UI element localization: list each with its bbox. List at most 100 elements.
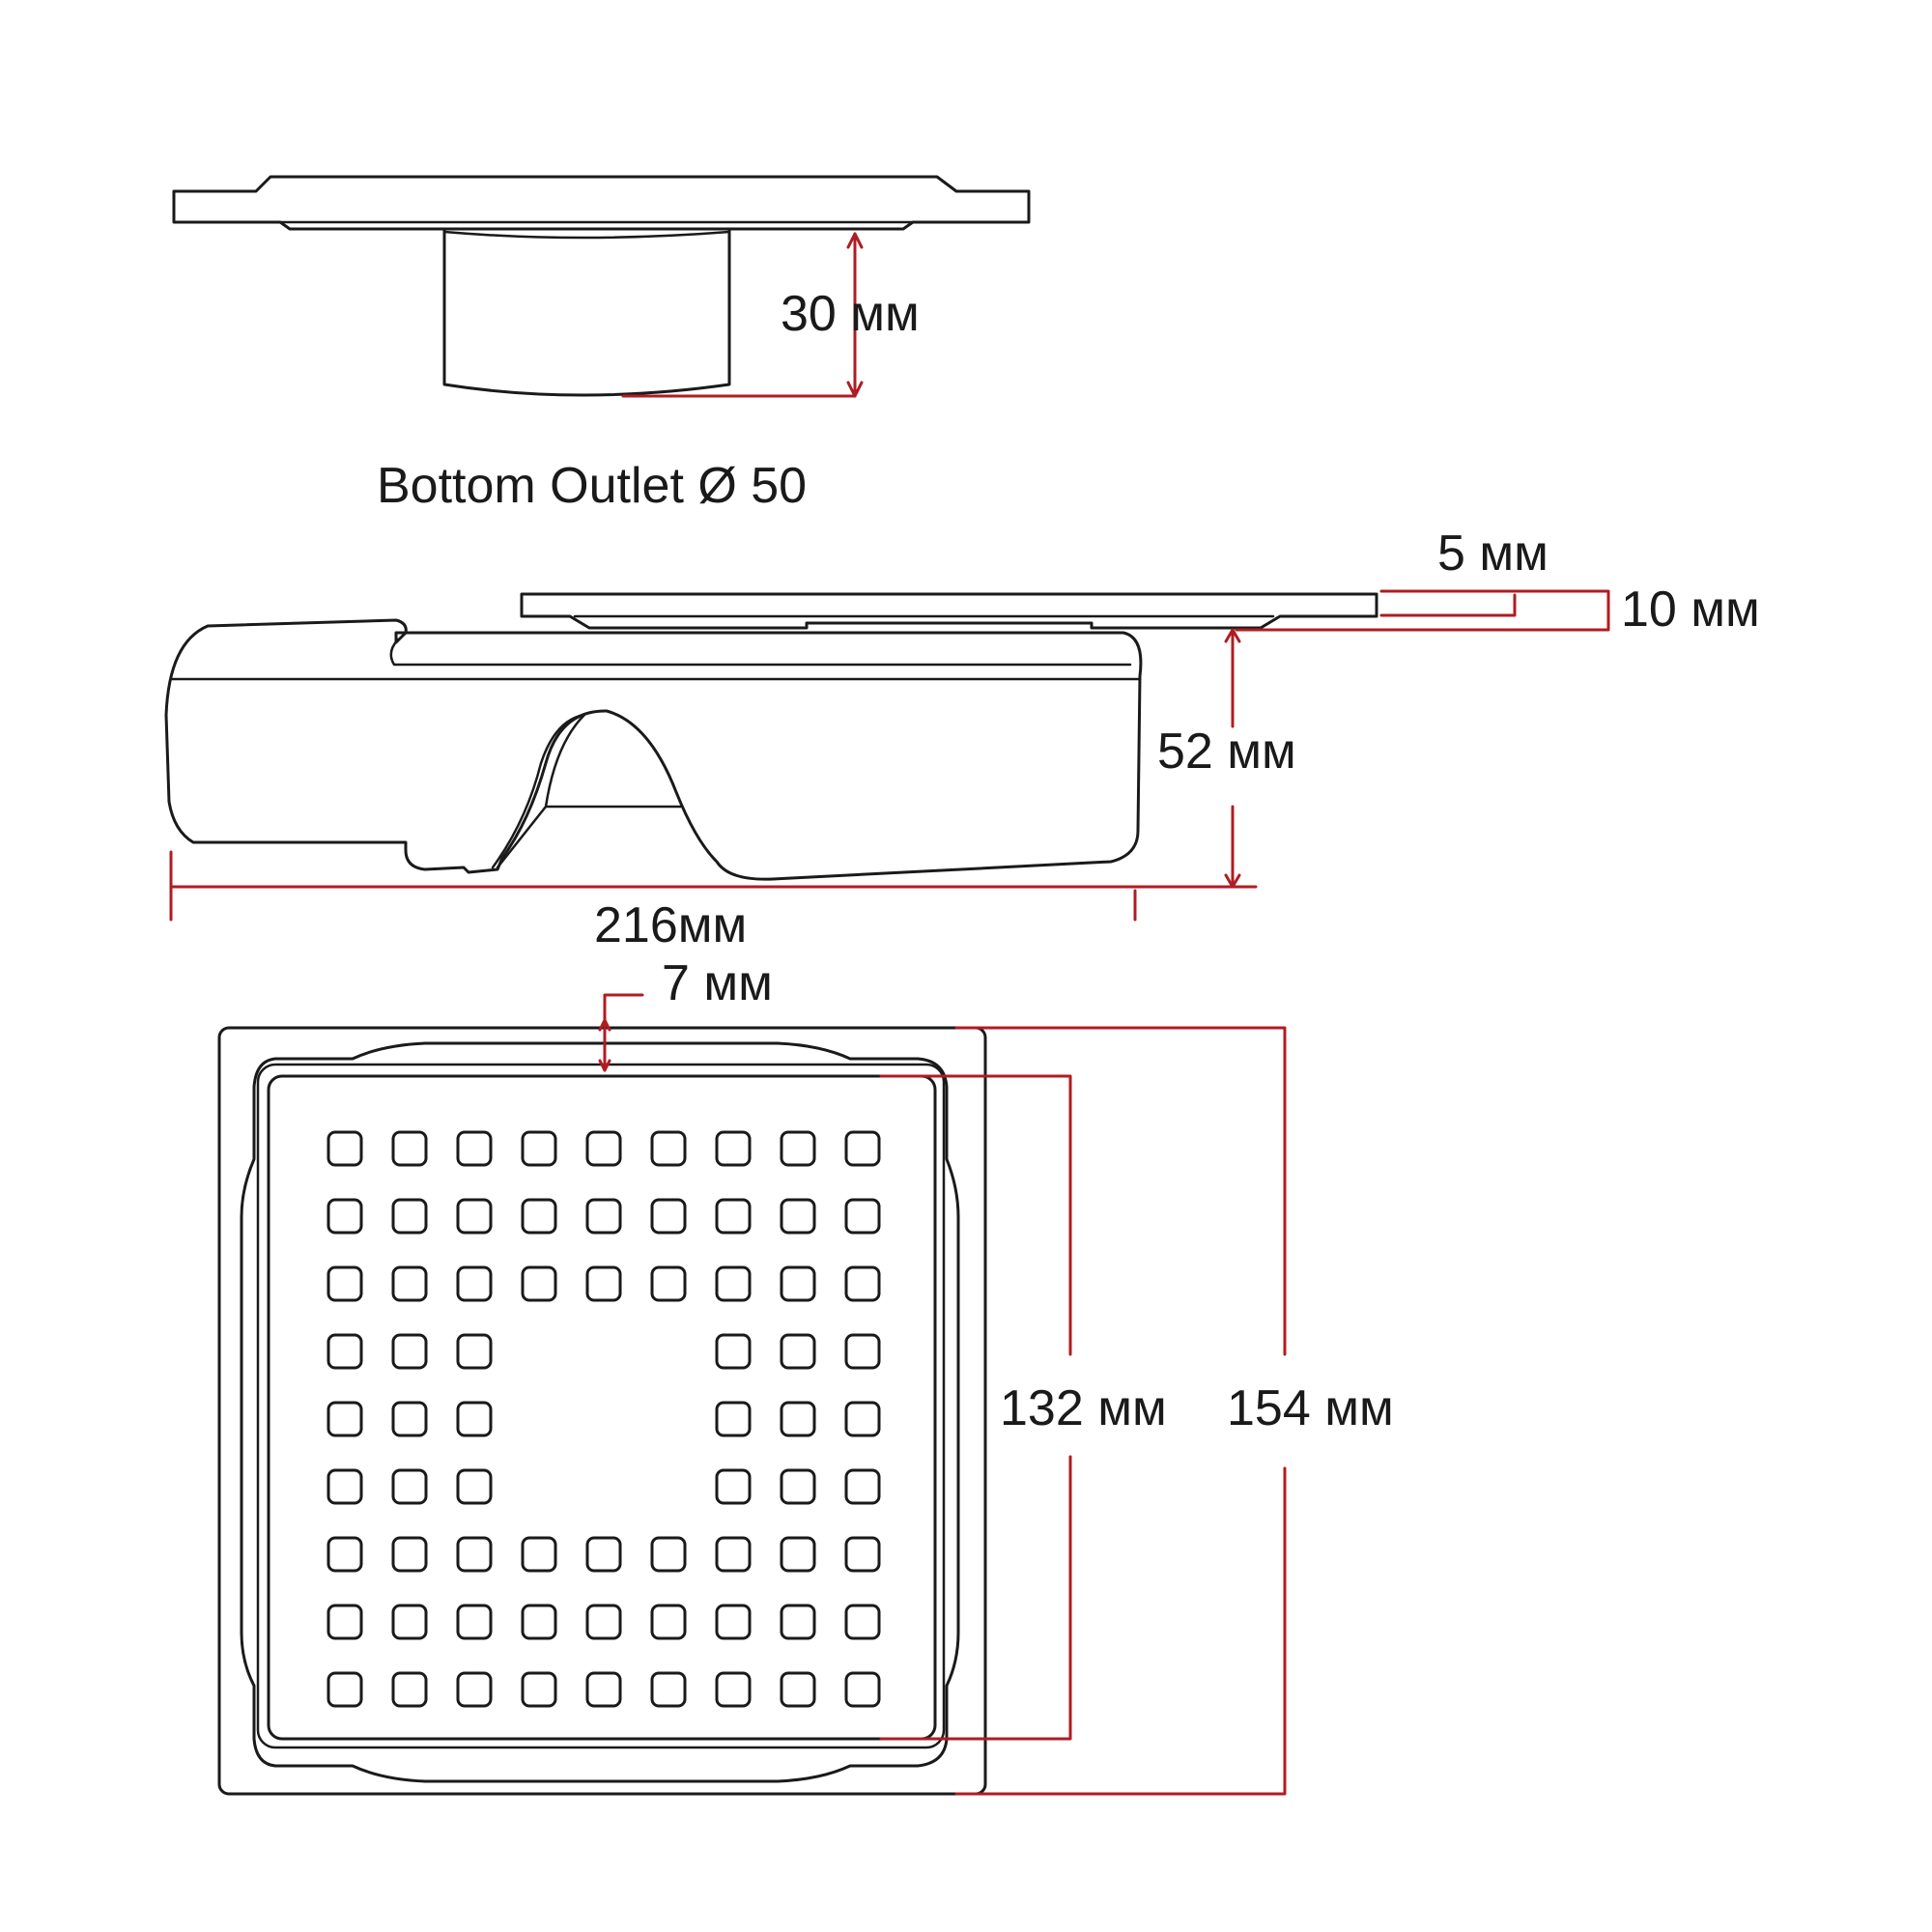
grate-hole xyxy=(844,1333,881,1370)
grate-hole xyxy=(844,1401,881,1437)
grate-hole xyxy=(780,1198,816,1235)
grate-hole xyxy=(844,1468,881,1505)
grate-hole xyxy=(456,1604,493,1640)
grate-hole xyxy=(844,1671,881,1708)
grate-hole xyxy=(521,1671,557,1708)
grate-hole xyxy=(456,1401,493,1437)
bottom-outlet-side-view xyxy=(172,175,1031,397)
grate-holes xyxy=(327,1130,881,1708)
grate-hole xyxy=(391,1468,428,1505)
grate-width-label: 132 мм xyxy=(1000,1380,1167,1436)
grate-hole xyxy=(585,1671,622,1708)
grate-hole xyxy=(715,1198,752,1235)
grate-hole xyxy=(327,1671,363,1708)
grate-hole xyxy=(585,1536,622,1573)
grate-hole xyxy=(844,1130,881,1167)
grate-hole xyxy=(780,1265,816,1302)
grate-hole xyxy=(391,1604,428,1640)
grate-hole xyxy=(585,1198,622,1235)
cover-plate-inner xyxy=(573,614,1275,625)
plate-dimension xyxy=(1235,589,1610,632)
grate-width-dimension xyxy=(879,1074,1072,1741)
body-height-dimension xyxy=(1128,628,1258,889)
grate-hole xyxy=(456,1198,493,1235)
grate-hole xyxy=(327,1468,363,1505)
length-dimension xyxy=(169,850,1137,922)
flange-inner-line xyxy=(273,220,915,240)
grate-hole xyxy=(650,1536,687,1573)
grate-hole xyxy=(585,1130,622,1167)
grate-hole xyxy=(650,1604,687,1640)
grate-hole xyxy=(715,1468,752,1505)
grate-hole xyxy=(780,1536,816,1573)
grate-plate xyxy=(267,1074,937,1741)
grate-hole xyxy=(585,1604,622,1640)
grate-hole xyxy=(650,1265,687,1302)
grate-hole xyxy=(456,1333,493,1370)
grate-hole xyxy=(391,1130,428,1167)
grate-hole xyxy=(780,1401,816,1437)
top-height-label: 30 мм xyxy=(781,286,920,342)
outlet-label: Bottom Outlet Ø 50 xyxy=(377,458,807,514)
grate-hole xyxy=(391,1265,428,1302)
grate-hole xyxy=(456,1536,493,1573)
grate-hole xyxy=(780,1130,816,1167)
grate-hole xyxy=(715,1130,752,1167)
grate-hole xyxy=(327,1198,363,1235)
trap-inner-arch xyxy=(491,713,683,869)
grate-hole xyxy=(715,1333,752,1370)
lip-dimension xyxy=(1379,593,1517,617)
trap-body-side-view xyxy=(164,592,1378,881)
grate-hole xyxy=(391,1671,428,1708)
lip-label: 5 мм xyxy=(1437,526,1548,582)
grate-hole xyxy=(327,1333,363,1370)
grate-hole xyxy=(456,1265,493,1302)
grate-hole xyxy=(715,1401,752,1437)
trap-top-lip xyxy=(389,638,1132,667)
grate-hole xyxy=(391,1401,428,1437)
grate-hole xyxy=(327,1604,363,1640)
grate-hole xyxy=(780,1333,816,1370)
grate-hole xyxy=(521,1536,557,1573)
grate-hole xyxy=(391,1333,428,1370)
rim-label: 7 мм xyxy=(662,955,773,1011)
grate-hole xyxy=(327,1536,363,1573)
length-label: 216мм xyxy=(594,897,747,953)
grate-hole xyxy=(521,1265,557,1302)
grate-hole xyxy=(391,1198,428,1235)
grate-hole xyxy=(780,1468,816,1505)
grate-hole xyxy=(521,1198,557,1235)
body-height-label: 52 мм xyxy=(1157,724,1296,780)
top-height-dimension xyxy=(621,232,864,398)
grate-hole xyxy=(650,1130,687,1167)
grate-hole xyxy=(456,1130,493,1167)
grate-hole xyxy=(715,1265,752,1302)
grate-hole xyxy=(715,1536,752,1573)
grate-hole xyxy=(327,1401,363,1437)
frame-width-dimension xyxy=(954,1026,1287,1796)
grate-hole xyxy=(521,1130,557,1167)
grate-hole xyxy=(844,1265,881,1302)
grate-hole xyxy=(844,1198,881,1235)
grate-hole xyxy=(780,1671,816,1708)
grate-hole xyxy=(585,1265,622,1302)
grate-hole xyxy=(844,1604,881,1640)
grate-hole xyxy=(456,1468,493,1505)
grate-hole xyxy=(650,1198,687,1235)
grate-hole xyxy=(650,1671,687,1708)
grate-hole xyxy=(844,1536,881,1573)
grate-hole xyxy=(456,1671,493,1708)
grate-hole xyxy=(391,1536,428,1573)
grate-hole xyxy=(327,1130,363,1167)
frame-width-label: 154 мм xyxy=(1227,1380,1394,1436)
rim-dimension xyxy=(598,993,644,1072)
plate-label: 10 мм xyxy=(1621,582,1760,638)
grate-hole xyxy=(521,1604,557,1640)
grate-hole xyxy=(715,1604,752,1640)
grate-plan-view xyxy=(217,1026,987,1796)
grate-hole xyxy=(715,1671,752,1708)
trap-body xyxy=(164,618,1143,881)
grate-hole xyxy=(327,1265,363,1302)
outlet-pipe xyxy=(442,226,731,397)
